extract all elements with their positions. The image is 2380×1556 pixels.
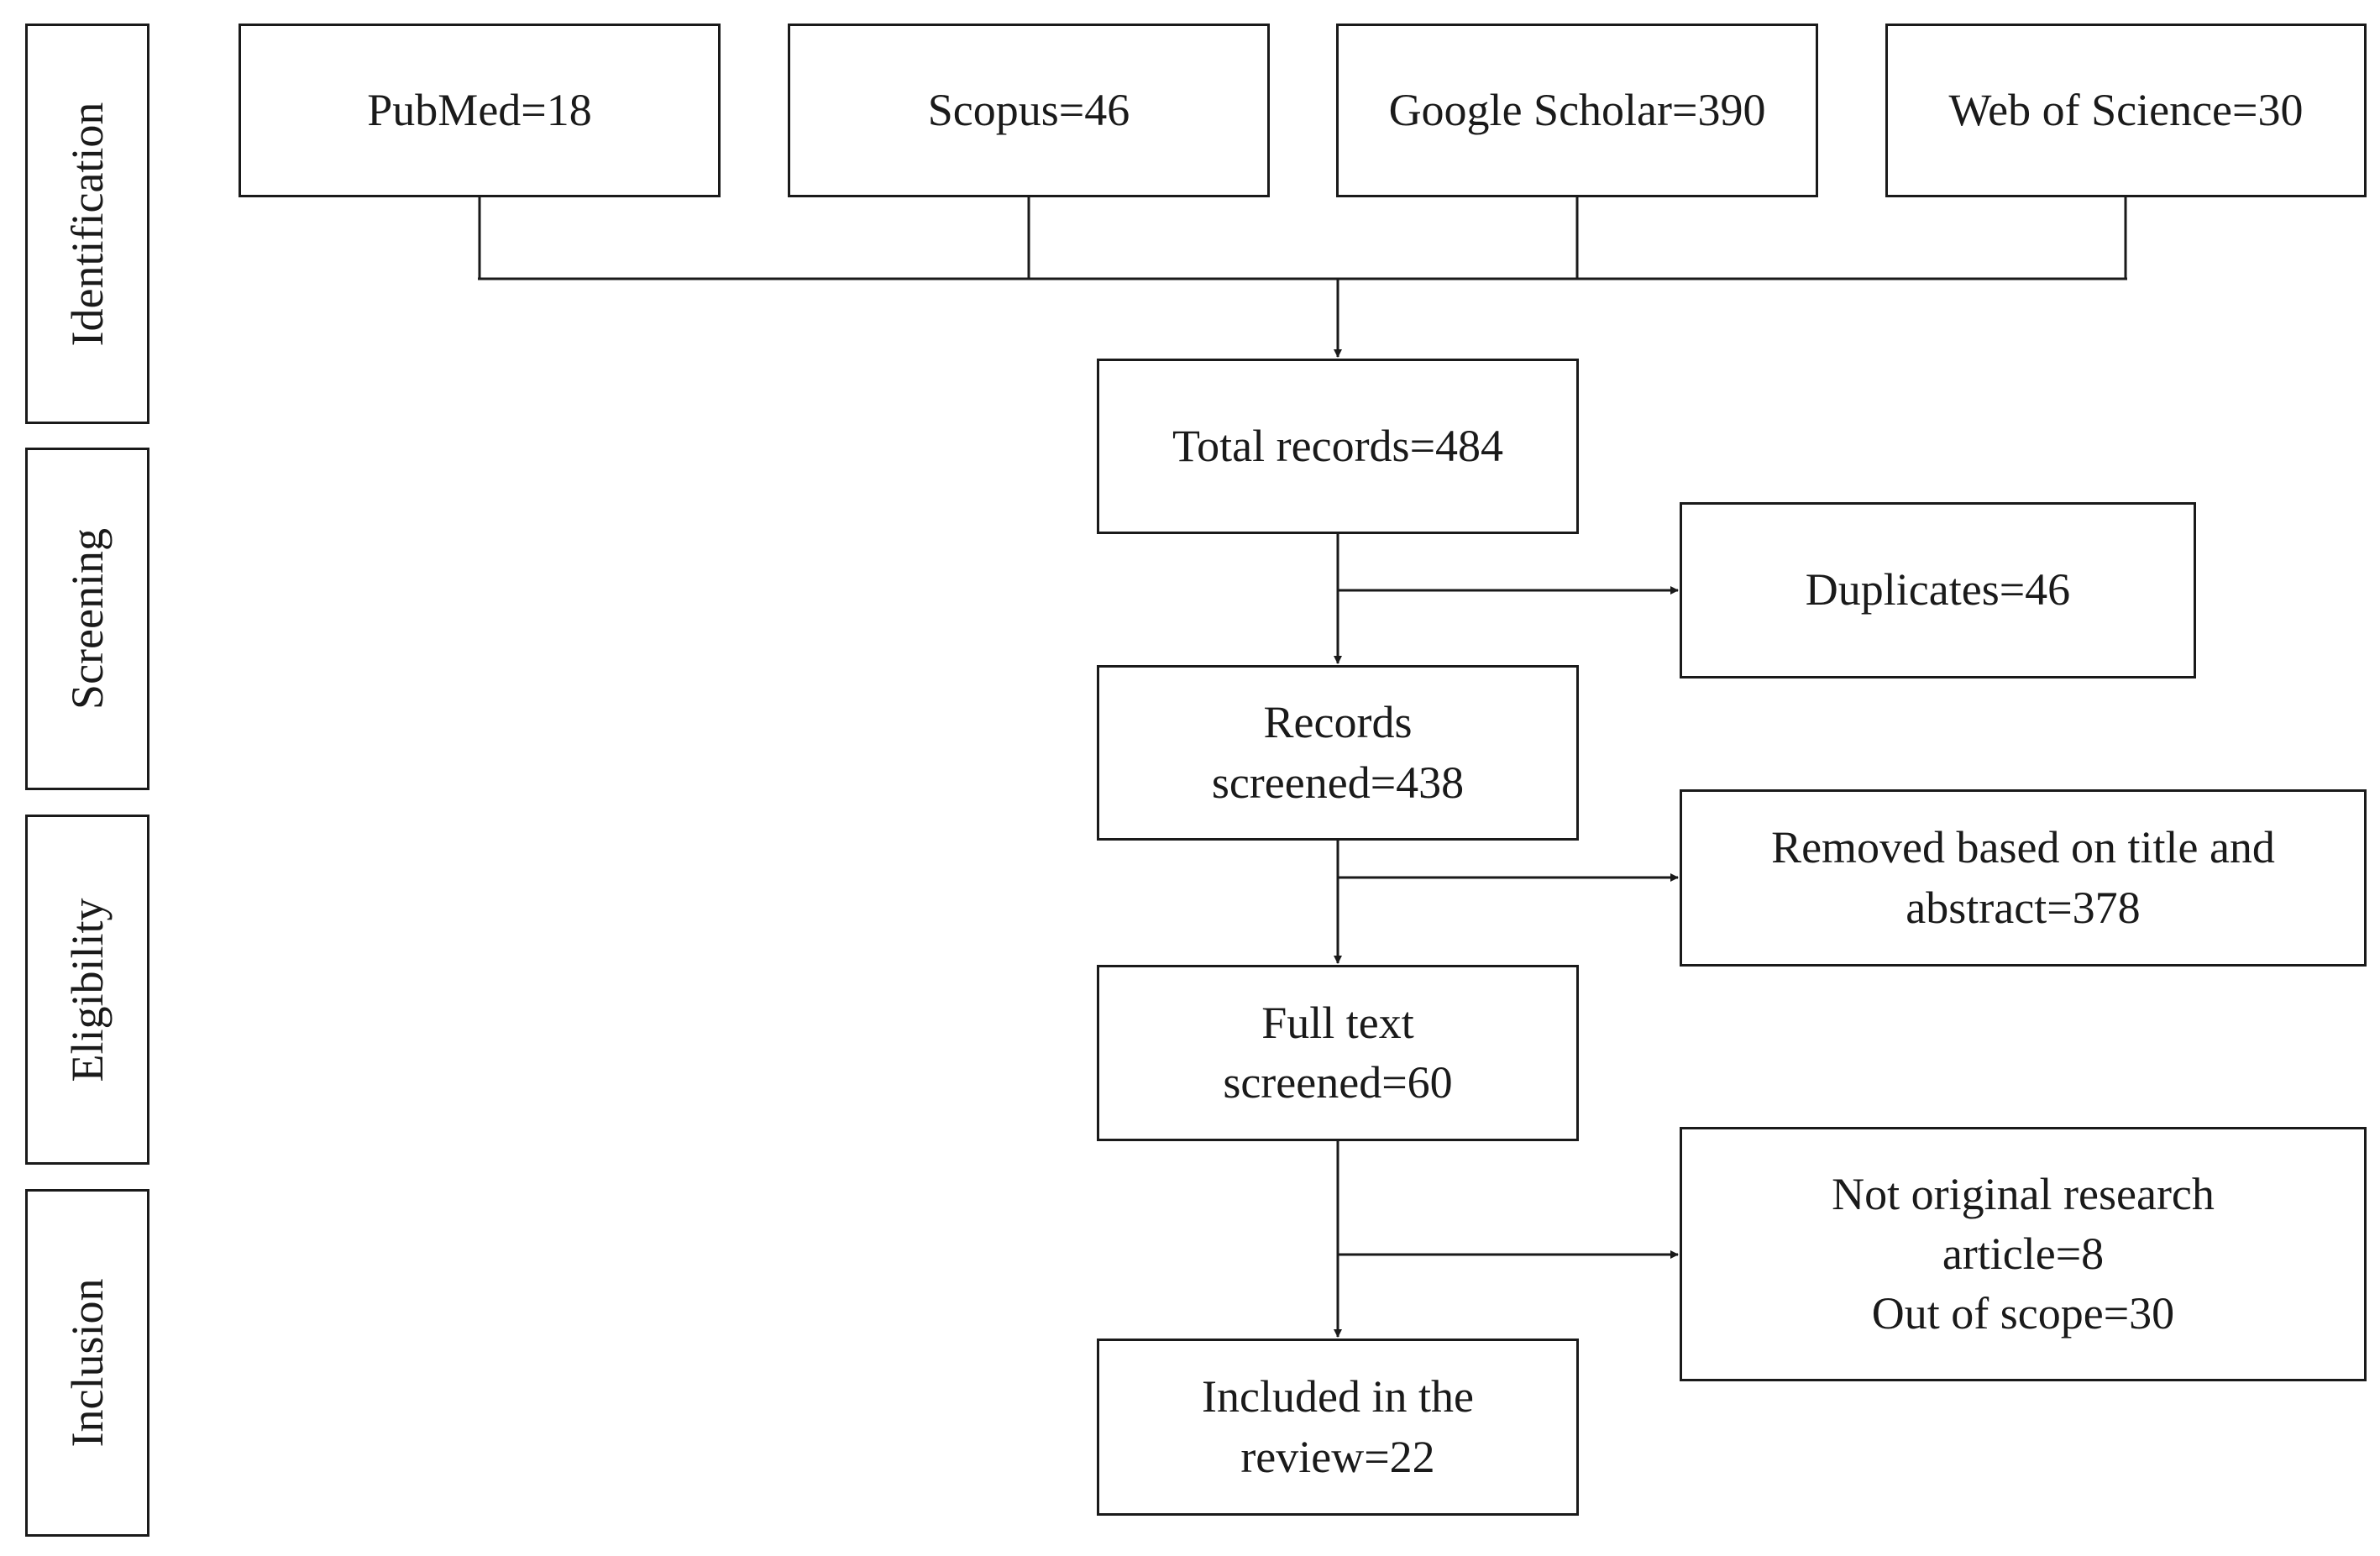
source-google-scholar-label: Google Scholar=390 — [1388, 84, 1766, 135]
source-google-scholar-box: Google Scholar=390 — [1336, 24, 1818, 197]
full-text-screened-label: Full text screened=60 — [1223, 997, 1453, 1108]
records-screened-label: Records screened=438 — [1211, 697, 1465, 808]
source-web-of-science-box: Web of Science=30 — [1885, 24, 2367, 197]
records-screened-box: Records screened=438 — [1097, 665, 1579, 841]
total-records-box: Total records=484 — [1097, 359, 1579, 534]
full-text-screened-box: Full text screened=60 — [1097, 965, 1579, 1141]
duplicates-box: Duplicates=46 — [1680, 502, 2196, 678]
stage-screening: Screening — [25, 448, 149, 790]
full-text-excluded-box: Not original research article=8 Out of s… — [1680, 1127, 2367, 1381]
stage-eligibility: Eligibility — [25, 815, 149, 1165]
title-abstract-removed-label: Removed based on title and abstract=378 — [1771, 822, 2275, 933]
title-abstract-removed-box: Removed based on title and abstract=378 — [1680, 789, 2367, 967]
total-records-label: Total records=484 — [1172, 420, 1504, 471]
stage-inclusion: Inclusion — [25, 1189, 149, 1537]
stage-eligibility-label: Eligibility — [62, 897, 113, 1082]
source-scopus-box: Scopus=46 — [788, 24, 1270, 197]
stage-inclusion-label: Inclusion — [62, 1278, 113, 1448]
stage-identification-label: Identification — [62, 102, 113, 346]
source-scopus-label: Scopus=46 — [927, 84, 1130, 135]
source-web-of-science-label: Web of Science=30 — [1948, 84, 2304, 135]
source-pubmed-box: PubMed=18 — [239, 24, 721, 197]
stage-identification: Identification — [25, 24, 149, 424]
full-text-excluded-label: Not original research article=8 Out of s… — [1832, 1168, 2215, 1339]
source-pubmed-label: PubMed=18 — [367, 84, 592, 135]
duplicates-label: Duplicates=46 — [1805, 564, 2071, 616]
included-box: Included in the review=22 — [1097, 1339, 1579, 1516]
stage-screening-label: Screening — [62, 528, 113, 710]
included-label: Included in the review=22 — [1202, 1371, 1474, 1482]
